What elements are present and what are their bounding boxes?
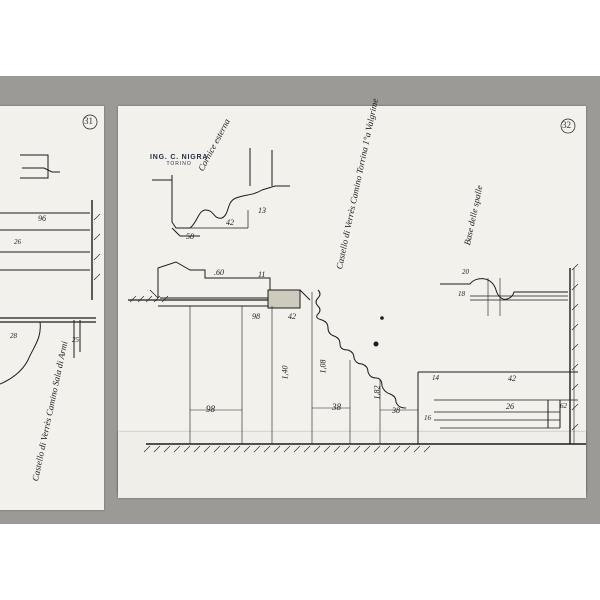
dim-label: 38	[392, 406, 400, 415]
dim-label: 20	[462, 268, 469, 276]
dim-label: 58	[186, 232, 194, 241]
dim-label: 42	[508, 374, 516, 383]
dim-label: 1,82	[372, 385, 382, 400]
engineer-stamp: ING. C. NIGRA TORINO	[150, 154, 208, 167]
dim-label: 38	[332, 402, 341, 412]
dim-label: 28	[10, 332, 17, 340]
dim-label: 25	[72, 336, 79, 344]
dim-label: 26	[506, 402, 514, 411]
main-sheet-lower-strip	[118, 432, 586, 498]
dim-label: 16	[424, 414, 431, 422]
dim-label: 14	[432, 374, 439, 382]
left-cornice-profile	[20, 154, 49, 179]
wavy-profile-line	[315, 289, 407, 409]
dim-label: 26	[14, 238, 21, 246]
dim-label: 98	[252, 312, 260, 321]
main-page-number: 32	[562, 120, 571, 130]
left-drawing-sheet	[0, 106, 104, 510]
dim-label: 62	[560, 402, 567, 410]
left-page-number: 31	[84, 116, 93, 126]
dim-label: 11	[258, 270, 266, 279]
base-profile	[440, 278, 568, 300]
dim-label: 42	[226, 218, 234, 227]
dim-label: 96	[38, 214, 46, 223]
dim-label: 13	[258, 206, 266, 215]
dim-label: 18	[458, 290, 465, 298]
stamp-city: TORINO	[166, 160, 192, 167]
dim-label: 1,40	[280, 365, 290, 380]
dim-label: 42	[288, 312, 296, 321]
stamp-name: ING. C. NIGRA	[150, 154, 209, 161]
cornice-profile	[171, 175, 290, 229]
dim-label: .60	[214, 268, 224, 277]
dim-label: 98	[206, 404, 215, 414]
dim-label: 1,08	[318, 359, 328, 374]
